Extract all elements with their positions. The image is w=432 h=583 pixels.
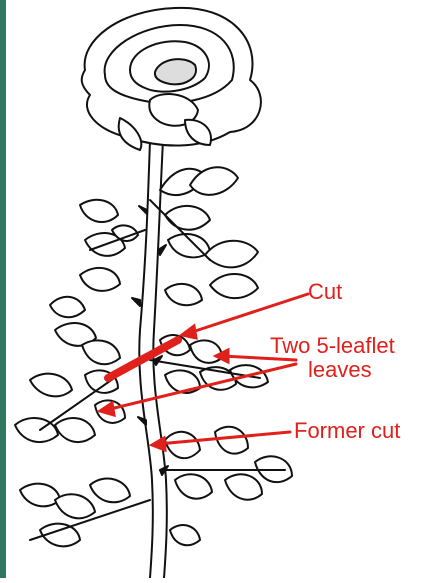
left-border	[0, 0, 6, 578]
leaves-label-line-1: Two 5-leaflet	[270, 334, 395, 358]
leaf-cluster-upper-right	[150, 167, 258, 305]
cut-label: Cut	[308, 280, 342, 304]
leaves-label-line-2: leaves	[308, 358, 372, 382]
leaf-cluster-upper-left	[80, 200, 145, 291]
former-cut-label: Former cut	[294, 419, 400, 443]
former-cut-arrowhead	[152, 438, 165, 450]
cut-arrowhead	[182, 326, 196, 338]
cut-arrow	[186, 294, 308, 334]
rose-flower	[82, 8, 261, 150]
